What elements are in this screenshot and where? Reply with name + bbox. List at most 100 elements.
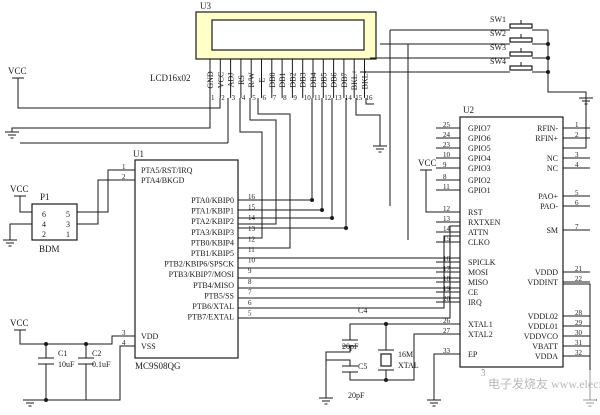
mcu-pin-number: 9 (248, 267, 252, 275)
lcd-pin-label: DB4 (309, 72, 318, 87)
bdm-name: BDM (39, 244, 60, 254)
lcd-screen (211, 19, 365, 51)
switch-ref: SW2 (490, 29, 506, 38)
rf-pin-number: 26 (443, 317, 451, 325)
power-labels: VCC VCC VCC VCC (8, 66, 437, 331)
switch-cap[interactable] (509, 65, 533, 71)
rf-pin-number: 31 (575, 339, 583, 347)
lcd-pin-label: R/W (247, 72, 256, 88)
bdm-pin-number: 1 (66, 230, 70, 239)
rf-pin-number: 22 (575, 275, 583, 283)
rf-pin-label: VDDD (535, 268, 558, 277)
lcd-pin-number: 16 (366, 94, 374, 102)
capacitors: C1 10uF C2 0.1uF C4 20pF C5 20pF (38, 306, 367, 400)
bdm-pin-number: 3 (66, 220, 70, 229)
lcd-pin-label: BKL+ (350, 69, 359, 90)
xtal-name: XTAL (398, 361, 419, 370)
c4-value: 20pF (342, 342, 359, 351)
rf-pin-label: VDDA (535, 352, 558, 361)
rf-pin-number: 21 (575, 265, 583, 273)
switch-cap[interactable] (509, 23, 533, 29)
rf-pin-label: XTAL1 (468, 320, 493, 329)
mcu-pin-number: 3 (122, 329, 126, 337)
rf-pin-number: 8 (443, 173, 447, 181)
rf-left-pins: GPIO725GPIO624GPIO523GPIO410GPIO39GPIO28… (436, 121, 501, 359)
wire-c4 (349, 323, 386, 340)
junction (44, 342, 48, 346)
rf-pin-label: RXTXEN (468, 218, 501, 227)
lcd-pin-label: DB5 (319, 72, 328, 87)
mcu-pin-number: 4 (122, 339, 126, 347)
watermark-bg (476, 370, 596, 410)
switch-cap[interactable] (509, 37, 533, 43)
lcd-ref: U3 (200, 1, 211, 11)
rf-transceiver: U2 3 GPIO725GPIO624GPIO523GPIO410GPIO39G… (436, 105, 590, 378)
rf-pin-number: 9 (443, 161, 447, 169)
rf-pin-number: 13 (443, 215, 451, 223)
junction (84, 342, 88, 346)
mcu-pin-label: VSS (141, 342, 156, 351)
wire-pta5 (77, 169, 135, 213)
bdm-ref: P1 (40, 192, 50, 202)
rf-pin-number: 7 (575, 223, 579, 231)
rf-pin-label: VDDL02 (528, 312, 558, 321)
wire-bkl-plus (355, 98, 381, 146)
vcc-label: VCC (418, 158, 437, 168)
wire-rxtxen (238, 225, 460, 319)
mcu: U1 MC9S08QG PTA5/RST/IRQ1PTA4/BKGD2VDD3V… (122, 149, 256, 371)
rf-pin-number: 15 (443, 235, 451, 243)
mcu-pin-number: 13 (248, 225, 256, 233)
rf-pin-number: 12 (443, 205, 451, 213)
wire-c5 (349, 372, 386, 381)
mcu-pin-number: 1 (122, 163, 126, 171)
rf-pin-label: GPIO1 (468, 186, 491, 195)
junction (310, 198, 314, 202)
wire-rst (238, 235, 460, 309)
rf-pin-number: 5 (575, 189, 579, 197)
lcd-pin-label: DB1 (278, 72, 287, 87)
lcd-pin-label: DB6 (330, 72, 339, 87)
mcu-pin-label: VDD (141, 332, 159, 341)
lcd-pin-label: VCC (216, 72, 225, 88)
mcu-pin-label: PTA5/RST/IRQ (141, 166, 193, 175)
wire-rs (238, 98, 263, 239)
wire-lcd-gnd (11, 98, 211, 132)
rf-ref: U2 (463, 105, 474, 115)
rf-pin-number: 3 (575, 151, 579, 159)
switch-cap[interactable] (509, 51, 533, 57)
mcu-body (134, 159, 239, 359)
mcu-pin-label: PTB6/XTAL (192, 302, 234, 311)
lcd-pin-number: 10 (304, 94, 312, 102)
ground-icon (427, 399, 441, 407)
c2-ref: C2 (92, 349, 101, 358)
switch-ref: SW3 (490, 43, 506, 52)
wire-sw-common (547, 30, 587, 98)
rf-pin-label: VDDL01 (528, 322, 558, 331)
mcu-pin-number: 10 (248, 257, 256, 265)
mcu-pin-number: 6 (248, 299, 252, 307)
mcu-pin-label: PTB3/KBIP7/MOSI (169, 270, 235, 279)
lcd-pin-number: 6 (263, 94, 267, 102)
lcd-pin-label: DB7 (340, 72, 349, 87)
rf-pin-label: RFIN+ (535, 134, 558, 143)
rf-pin-label: PAO- (540, 202, 558, 211)
mcu-ref: U1 (133, 149, 144, 159)
wire-rf-vcc (425, 170, 460, 213)
rf-pin-label: GPIO2 (468, 176, 491, 185)
c4-ref: C4 (358, 306, 367, 315)
lcd-pin-number: 2 (221, 94, 225, 102)
c5-ref: C5 (358, 362, 367, 371)
mcu-pin-label: PTB5/SS (204, 291, 234, 300)
rf-pin-number: 32 (575, 349, 583, 357)
lcd-pin-number: 3 (232, 94, 236, 102)
mcu-pin-number: 7 (248, 288, 252, 296)
rf-pin-number: 25 (443, 121, 451, 129)
junctions (44, 42, 550, 402)
wire-rf-vdd (563, 283, 591, 400)
mcu-pin-label: PTB0/KBIP4 (191, 238, 234, 247)
mcu-pin-label: PTB7/EXTAL (188, 313, 235, 322)
rf-pin-label: GPIO6 (468, 134, 491, 143)
